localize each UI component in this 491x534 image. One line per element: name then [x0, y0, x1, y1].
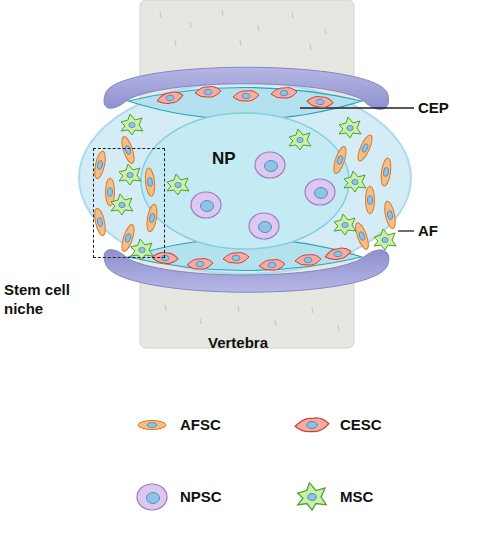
part-label: Vertebra	[208, 334, 298, 353]
annulus-cells	[93, 114, 398, 260]
legend-text: NPSC	[180, 488, 280, 507]
legend-text: MSC	[340, 488, 440, 507]
legend-text: AFSC	[180, 416, 280, 435]
part-label: AF	[418, 222, 478, 241]
leader-line	[300, 107, 414, 108]
node-text: Stem cell niche	[4, 281, 94, 319]
annulus-fibrosus	[79, 82, 411, 274]
legend-icons	[137, 418, 329, 510]
part-label: CEP	[418, 99, 478, 118]
stem-cell-niche: Stem cell niche	[93, 148, 165, 258]
legend-text: CESC	[340, 416, 440, 435]
vertebral-column	[140, 0, 354, 348]
leader-line	[398, 230, 414, 231]
